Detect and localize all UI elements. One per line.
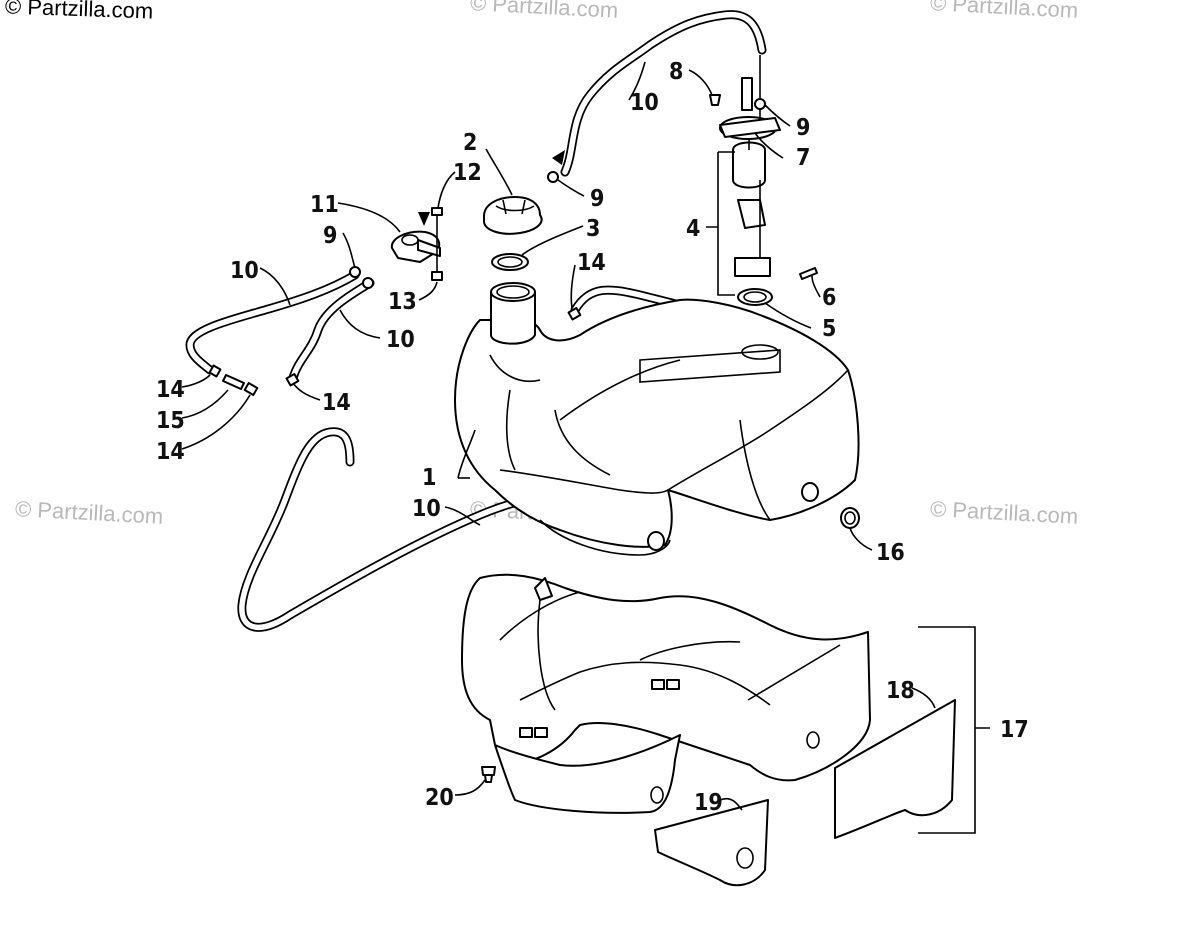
callout-18: 18 (886, 678, 915, 704)
callout-6: 6 (822, 285, 836, 311)
arrow-marker (418, 150, 565, 226)
callout-4: 4 (686, 216, 700, 242)
callout-19: 19 (694, 790, 723, 816)
callout-14-left-lower: 14 (156, 439, 185, 465)
callout-10-top: 10 (630, 90, 659, 116)
callout-17: 17 (1000, 717, 1029, 743)
screw-12 (431, 207, 443, 272)
vent-hose-left-lower (288, 278, 375, 383)
callout-labels: 1 2 3 4 5 6 7 8 9 9 9 10 10 10 10 11 12 … (156, 59, 1029, 816)
callout-2: 2 (463, 130, 477, 156)
callout-9-center: 9 (590, 186, 604, 212)
tank-shield (461, 573, 871, 782)
screw-6 (799, 267, 818, 280)
callout-5: 5 (822, 316, 836, 342)
callout-13: 13 (388, 289, 417, 315)
fuel-pump-assembly (719, 55, 777, 277)
callout-10-left: 10 (230, 258, 259, 284)
hose-clamp-9a (754, 98, 766, 110)
grommet-16 (840, 507, 860, 529)
filler-neck (490, 282, 536, 345)
callout-14-mid: 14 (322, 390, 351, 416)
fuel-tank (454, 298, 860, 556)
shield-panel-18 (834, 699, 956, 839)
callout-20: 20 (425, 785, 454, 811)
leader-lines (181, 61, 990, 834)
hose-clamps-14 (208, 307, 582, 396)
hose-clamp-9b (547, 171, 559, 183)
cap-gasket (491, 253, 529, 271)
bolt-8 (709, 94, 721, 106)
callout-7: 7 (796, 145, 810, 171)
pump-flange (719, 117, 781, 138)
shield-left-panel (494, 734, 681, 814)
callout-1: 1 (422, 465, 436, 491)
callout-14-left-upper: 14 (156, 377, 185, 403)
nut-13 (431, 271, 443, 281)
vent-valve (390, 230, 441, 263)
callout-15: 15 (156, 408, 185, 434)
callout-10-mid: 10 (386, 327, 415, 353)
callout-8: 8 (669, 59, 683, 85)
callout-14-top: 14 (577, 250, 606, 276)
callout-16: 16 (876, 540, 905, 566)
connector-15 (222, 374, 245, 390)
callout-9-top: 9 (796, 115, 810, 141)
callout-12: 12 (453, 160, 482, 186)
vent-hose-left-upper (185, 270, 360, 375)
gas-cap (483, 196, 543, 235)
callout-11: 11 (310, 192, 339, 218)
callout-9-left: 9 (323, 223, 337, 249)
pump-gasket (737, 288, 773, 306)
callout-10-bottom: 10 (412, 496, 441, 522)
callout-3: 3 (586, 216, 600, 242)
bolt-20 (481, 766, 496, 783)
shield-panel-19 (654, 799, 769, 887)
vent-hose-top (560, 10, 767, 177)
